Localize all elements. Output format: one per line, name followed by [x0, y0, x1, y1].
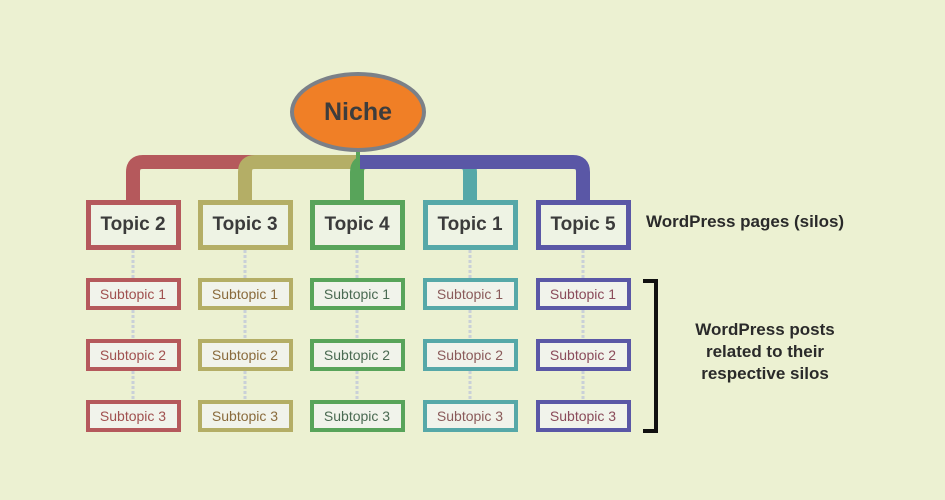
topic-connector [126, 155, 358, 200]
subtopic-node: Subtopic 3 [197, 400, 293, 432]
subtopic-node: Subtopic 3 [535, 400, 631, 432]
posts-label: WordPress posts related to their respect… [695, 320, 835, 383]
subtopic-node: Subtopic 2 [85, 339, 181, 371]
topic-node: Topic 3 [197, 200, 293, 250]
subtopic-node: Subtopic 2 [309, 339, 405, 371]
subtopic-node: Subtopic 1 [197, 278, 293, 310]
subtopic-node: Subtopic 3 [309, 400, 405, 432]
topic-connector [358, 155, 590, 200]
subtopic-node: Subtopic 2 [535, 339, 631, 371]
subtopic-node: Subtopic 1 [309, 278, 405, 310]
posts-bracket [643, 279, 658, 433]
topic-node: Topic 4 [309, 200, 405, 250]
subtopic-node: Subtopic 1 [85, 278, 181, 310]
topic-node: Topic 5 [535, 200, 631, 250]
subtopic-node: Subtopic 1 [422, 278, 518, 310]
pages-label: WordPress pages (silos) [646, 212, 845, 231]
subtopic-node: Subtopic 3 [422, 400, 518, 432]
subtopic-node: Subtopic 2 [422, 339, 518, 371]
topic-node: Topic 2 [85, 200, 181, 250]
subtopic-node: Subtopic 2 [197, 339, 293, 371]
topic-connector [238, 155, 358, 200]
niche-node: Niche [290, 72, 426, 152]
topic-node: Topic 1 [422, 200, 518, 250]
subtopic-node: Subtopic 1 [535, 278, 631, 310]
subtopic-node: Subtopic 3 [85, 400, 181, 432]
